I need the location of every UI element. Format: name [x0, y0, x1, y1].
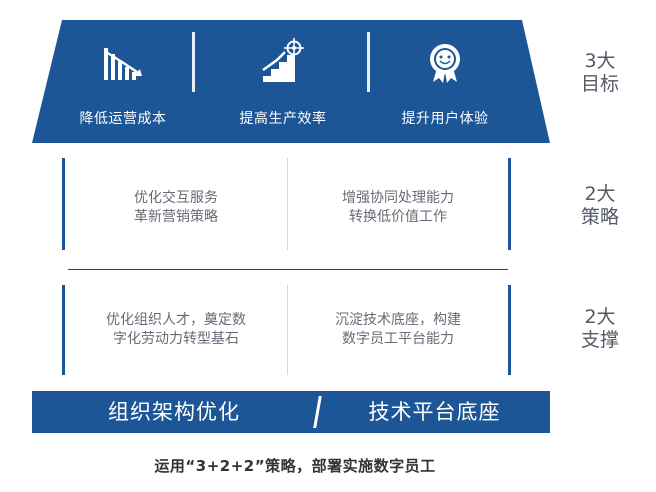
caption: 运用“3+2+2”策略，部署实施数字员工	[154, 457, 436, 475]
goals-side-label: 3大 目标	[580, 50, 619, 95]
goal-separator	[367, 32, 370, 92]
support-right-bar	[508, 285, 511, 375]
foundation-bar: 组织架构优化 技术平台底座	[32, 391, 550, 433]
strategy-divider	[287, 158, 288, 250]
support-divider	[287, 285, 288, 375]
cost-down-chart-icon	[58, 22, 188, 84]
strategy-right: 增强协同处理能力 转换低价值工作	[342, 190, 454, 225]
goal-label: 降低运营成本	[79, 111, 167, 127]
goal-cost: 降低运营成本	[58, 22, 188, 128]
goal-experience: 提升用户体验	[380, 22, 510, 128]
goal-label: 提高生产效率	[239, 111, 327, 127]
strategy-left: 优化交互服务 革新营销策略	[134, 190, 218, 225]
section-divider	[68, 269, 508, 270]
growth-stairs-target-icon	[218, 22, 348, 84]
goal-efficiency: 提高生产效率	[218, 22, 348, 128]
strategy-left-bar	[62, 158, 65, 250]
support-right: 沉淀技术底座，构建 数字员工平台能力	[335, 312, 461, 347]
award-badge-icon	[380, 22, 510, 84]
foundation-right: 技术平台底座	[368, 400, 501, 424]
goal-label: 提升用户体验	[401, 111, 489, 127]
strategy-right-bar	[508, 158, 511, 250]
goal-separator	[192, 32, 195, 92]
support-left-bar	[62, 285, 65, 375]
strategies-side-label: 2大 策略	[580, 183, 619, 228]
support-left: 优化组织人才，奠定数 字化劳动力转型基石	[106, 312, 246, 347]
foundation-left: 组织架构优化	[108, 400, 240, 424]
supports-side-label: 2大 支撑	[580, 306, 619, 351]
